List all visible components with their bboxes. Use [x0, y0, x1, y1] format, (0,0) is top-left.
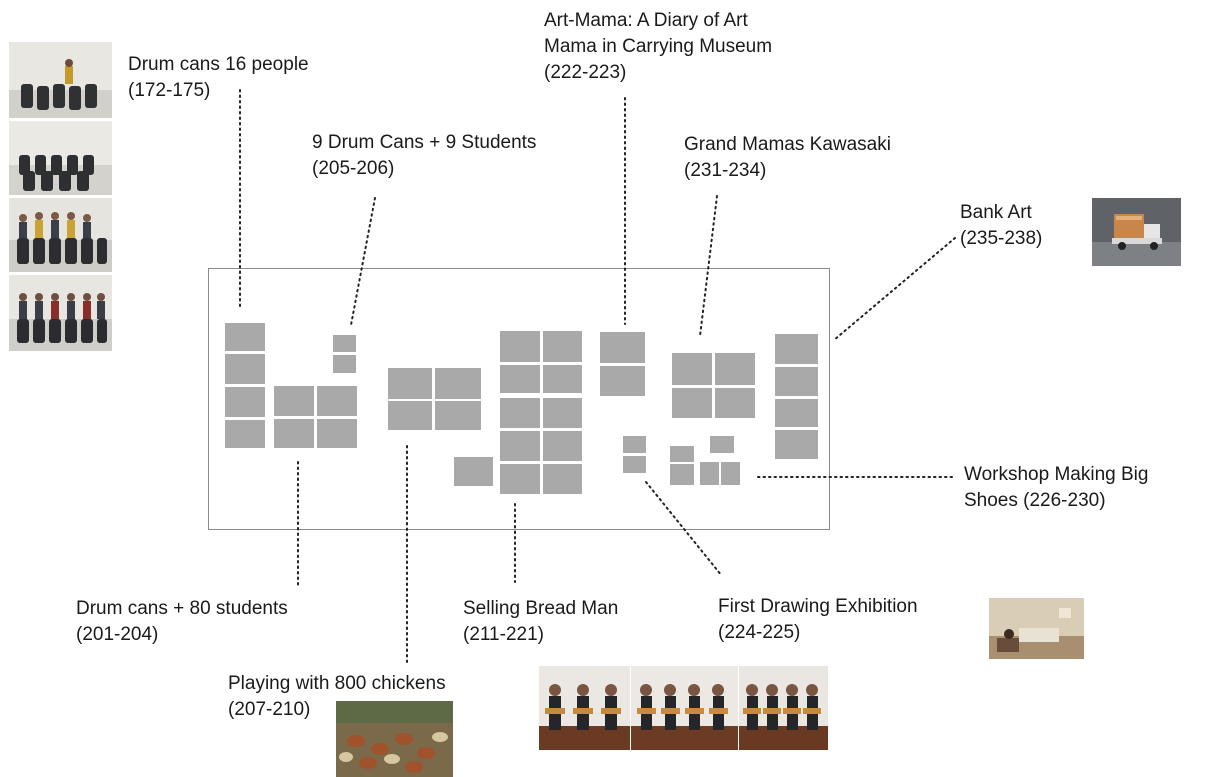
tile: [600, 332, 645, 363]
tile: [543, 365, 582, 393]
tile: [500, 431, 540, 461]
label-line-1: Workshop Making Big: [964, 464, 1149, 485]
leader-9-drum-cans: [350, 197, 376, 326]
tile: [435, 368, 481, 399]
label-title: First Drawing Exhibition: [718, 596, 918, 617]
tile: [225, 387, 265, 417]
tile: [435, 401, 481, 430]
photo-selling-bread-1: [539, 666, 630, 750]
label-first-drawing: First Drawing Exhibition (224-225): [718, 594, 918, 646]
label-title: Drum cans 16 people: [128, 54, 309, 75]
leader-grand-mamas: [699, 195, 718, 337]
label-title: Bank Art: [960, 202, 1032, 223]
label-pages: (224-225): [718, 622, 801, 643]
tile: [225, 323, 265, 351]
label-pages: (211-221): [463, 624, 544, 645]
tile: [454, 457, 493, 486]
label-pages: (201-204): [76, 624, 159, 645]
label-bank-art: Bank Art (235-238): [960, 200, 1042, 252]
tile: [274, 419, 314, 448]
label-grand-mamas: Grand Mamas Kawasaki (231-234): [684, 132, 891, 184]
photo-bank-art: [1092, 198, 1181, 266]
leader-bank-art: [833, 237, 956, 341]
tile: [710, 436, 734, 453]
label-pages: (172-175): [128, 80, 211, 101]
tile: [500, 464, 540, 494]
tile: [715, 388, 755, 418]
tile: [274, 386, 314, 416]
tile: [333, 355, 356, 373]
photo-chickens: [336, 701, 453, 777]
label-9-drum-cans: 9 Drum Cans + 9 Students (205-206): [312, 130, 536, 182]
label-line-1: Art-Mama: A Diary of Art: [544, 10, 748, 31]
label-line-2: Shoes (226-230): [964, 490, 1106, 511]
tile: [317, 386, 357, 416]
photo-drum-cans-4: [9, 275, 112, 351]
label-pages: (205-206): [312, 158, 395, 179]
tile: [388, 368, 432, 399]
tile: [317, 419, 357, 448]
tile: [715, 353, 755, 385]
label-line-2: Mama in Carrying Museum: [544, 36, 773, 57]
tile: [500, 331, 540, 362]
tile: [543, 398, 582, 428]
label-pages: (231-234): [684, 160, 767, 181]
leader-first-drawing: [645, 481, 723, 577]
floor-plan: [208, 268, 830, 530]
photo-selling-bread-2: [631, 666, 738, 750]
label-art-mama: Art-Mama: A Diary of Art Mama in Carryin…: [544, 8, 772, 86]
tile: [700, 462, 719, 485]
tile: [721, 462, 740, 485]
tile: [670, 464, 694, 485]
tile: [672, 353, 712, 385]
tile: [333, 335, 356, 352]
photo-drum-cans-1: [9, 42, 112, 118]
tile: [775, 430, 818, 459]
tile: [623, 456, 646, 473]
label-title: 9 Drum Cans + 9 Students: [312, 132, 537, 153]
label-pages: (207-210): [228, 699, 311, 720]
label-selling-bread: Selling Bread Man (211-221): [463, 596, 618, 648]
label-title: Grand Mamas Kawasaki: [684, 134, 891, 155]
label-title: Drum cans + 80 students: [76, 598, 288, 619]
tile: [543, 464, 582, 494]
tile: [672, 388, 712, 418]
tile: [775, 399, 818, 427]
tile: [500, 398, 540, 428]
photo-selling-bread-3: [739, 666, 828, 750]
tile: [543, 431, 582, 461]
tile: [388, 401, 432, 430]
tile: [543, 331, 582, 362]
label-drum-cans-80: Drum cans + 80 students (201-204): [76, 596, 288, 648]
tile: [225, 420, 265, 448]
photo-first-drawing: [989, 598, 1084, 659]
label-pages: (235-238): [960, 228, 1043, 249]
tile: [225, 354, 265, 384]
tile: [623, 436, 646, 453]
label-chickens: Playing with 800 chickens (207-210): [228, 671, 446, 723]
photo-drum-cans-3: [9, 198, 112, 272]
label-drum-cans-16-people: Drum cans 16 people (172-175): [128, 52, 309, 104]
label-title: Selling Bread Man: [463, 598, 619, 619]
label-title: Playing with 800 chickens: [228, 673, 446, 694]
tile: [600, 366, 645, 396]
tile: [500, 365, 540, 393]
label-pages: (222-223): [544, 62, 627, 83]
tile: [670, 446, 694, 462]
photo-drum-cans-2: [9, 121, 112, 195]
tile: [775, 367, 818, 396]
tile: [775, 334, 818, 364]
label-workshop-shoes: Workshop Making Big Shoes (226-230): [964, 462, 1148, 514]
